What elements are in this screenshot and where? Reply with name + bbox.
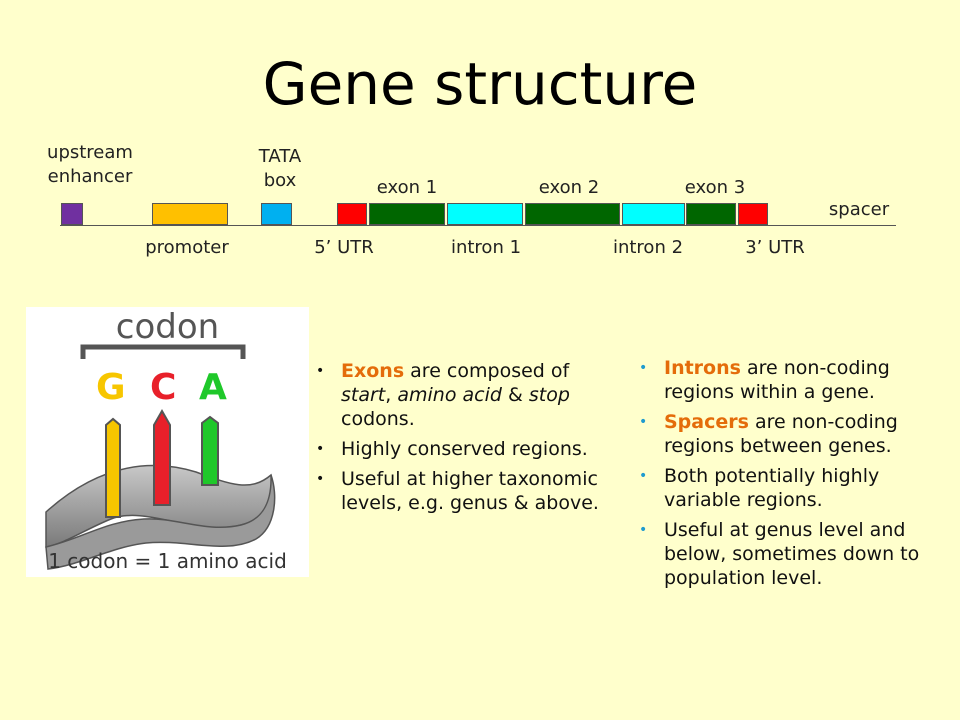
enhancer-segment <box>61 203 83 225</box>
bullet-icon: • <box>316 471 325 487</box>
bullet-icon: • <box>639 522 648 538</box>
page-title: Gene structure <box>262 50 698 118</box>
label-utr3: 3’ UTR <box>745 237 805 258</box>
bullet-text: are non-coding regions between genes. <box>664 411 898 457</box>
promoter-segment <box>152 203 228 225</box>
exon2-segment <box>525 203 620 225</box>
term-start: start <box>341 384 386 406</box>
bullet-text: codons. <box>341 408 415 430</box>
list-item: • Exons are composed of start, amino aci… <box>314 359 614 431</box>
label-promoter: promoter <box>145 237 229 258</box>
term-stop: stop <box>528 384 570 406</box>
exon1-segment <box>369 203 445 225</box>
intron-spacer-bullets: • Introns are non-coding regions within … <box>637 356 937 596</box>
tata-box-segment <box>261 203 292 225</box>
bullet-text: are composed of <box>404 360 570 382</box>
term-spacers: Spacers <box>664 411 749 433</box>
bullet-text: Useful at higher taxonomic levels, e.g. … <box>341 468 599 514</box>
label-upstream-enhancer: upstream enhancer <box>47 142 133 187</box>
intron2-segment <box>622 203 685 225</box>
bullet-icon: • <box>316 441 325 457</box>
label-intron2: intron 2 <box>612 237 684 258</box>
label-exon2: exon 2 <box>538 177 600 198</box>
exon-bullets: • Exons are composed of start, amino aci… <box>314 359 614 521</box>
codon-illustration: codon G C A 1 codon = 1 amino acid <box>26 307 309 577</box>
list-item: • Both potentially highly variable regio… <box>637 464 937 512</box>
list-item: • Introns are non-coding regions within … <box>637 356 937 404</box>
bullet-icon: • <box>639 360 648 376</box>
label-utr5: 5’ UTR <box>314 237 374 258</box>
term-exons: Exons <box>341 360 405 382</box>
label-tata-box: TATA box <box>258 146 302 191</box>
bullet-text: , <box>385 384 398 406</box>
list-item: • Spacers are non-coding regions between… <box>637 410 937 458</box>
codon-letter-c: C <box>150 367 177 408</box>
dna-line <box>60 225 896 226</box>
list-item: • Highly conserved regions. <box>314 437 614 461</box>
bullet-text: Useful at genus level and below, sometim… <box>664 519 920 589</box>
list-item: • Useful at higher taxonomic levels, e.g… <box>314 467 614 515</box>
codon-graphic <box>45 344 276 570</box>
codon-letter-a: A <box>199 367 227 408</box>
label-exon1: exon 1 <box>376 177 438 198</box>
bullet-text: Both potentially highly variable regions… <box>664 465 880 511</box>
utr3-segment <box>738 203 768 225</box>
bullet-text: Highly conserved regions. <box>341 438 588 460</box>
term-introns: Introns <box>664 357 741 379</box>
codon-letter-g: G <box>96 367 126 408</box>
intron1-segment <box>447 203 523 225</box>
bullet-icon: • <box>316 363 325 379</box>
bullet-text: & <box>501 384 529 406</box>
bullet-text: are non-coding regions within a gene. <box>664 357 890 403</box>
label-spacer: spacer <box>828 199 890 220</box>
codon-heading: codon <box>115 307 220 347</box>
exon3-segment <box>686 203 736 225</box>
term-amino-acid: amino acid <box>397 384 502 406</box>
label-exon3: exon 3 <box>684 177 746 198</box>
bullet-icon: • <box>639 468 648 484</box>
list-item: • Useful at genus level and below, somet… <box>637 518 937 590</box>
label-intron1: intron 1 <box>450 237 522 258</box>
utr5-segment <box>337 203 367 225</box>
codon-caption: 1 codon = 1 amino acid <box>48 549 287 573</box>
bullet-icon: • <box>639 414 648 430</box>
